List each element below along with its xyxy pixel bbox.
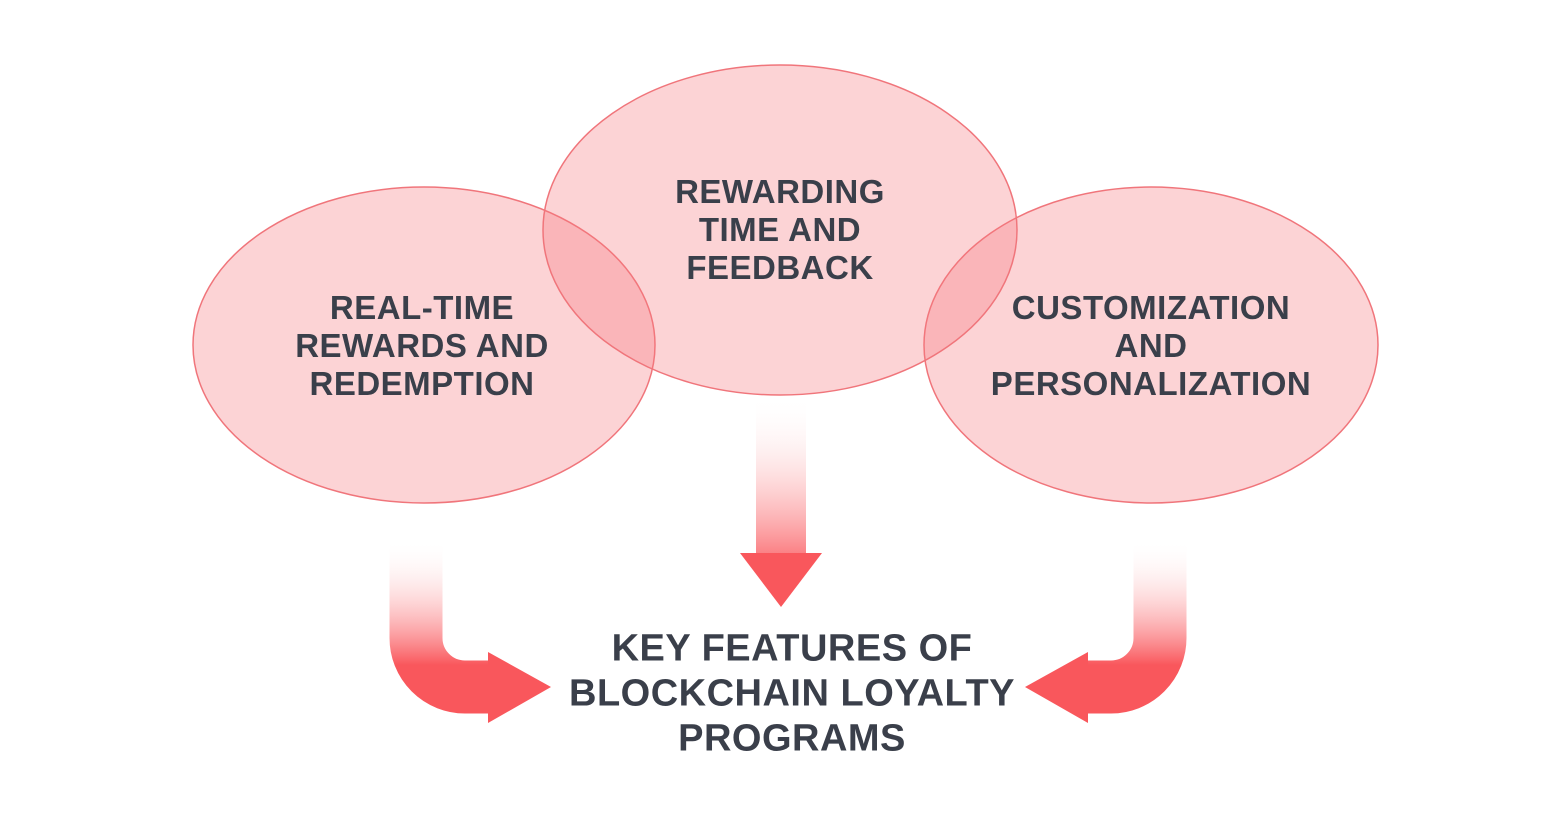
arrow-down — [740, 396, 822, 607]
arrow-left-shaft — [389, 542, 489, 714]
label-line: REDEMPTION — [309, 365, 535, 402]
ellipse-customization — [923, 186, 1379, 504]
arrow-left-head-icon — [488, 652, 551, 723]
diagram-title: KEY FEATURES OF BLOCKCHAIN LOYALTY PROGR… — [569, 627, 1015, 762]
ellipse-rewarding-time — [542, 64, 1018, 396]
label-line: REWARDING — [675, 173, 885, 210]
arrow-right-head-icon — [1025, 652, 1088, 723]
ellipse-label-rewarding-time: REWARDING TIME AND FEEDBACK — [675, 173, 885, 287]
label-line: CUSTOMIZATION — [1011, 289, 1291, 326]
label-line: AND — [1114, 327, 1188, 364]
ellipse-label-real-time-rewards: REAL-TIME REWARDS AND REDEMPTION — [295, 289, 549, 403]
arrow-left — [389, 542, 551, 723]
label-line: REAL-TIME — [329, 289, 515, 326]
arrow-right-shaft — [1087, 542, 1187, 714]
label-line: REWARDS AND — [295, 327, 549, 364]
label-line: PERSONALIZATION — [990, 365, 1312, 402]
arrow-down-head-icon — [740, 553, 822, 607]
arrow-right — [1025, 542, 1187, 723]
ellipse-label-customization: CUSTOMIZATION AND PERSONALIZATION — [991, 289, 1311, 403]
ellipse-real-time-rewards — [192, 186, 656, 504]
diagram-title-line: PROGRAMS — [678, 717, 906, 760]
diagram-title-line: KEY FEATURES OF — [611, 627, 973, 670]
diagram-title-line: BLOCKCHAIN LOYALTY — [569, 672, 1015, 715]
label-line: FEEDBACK — [686, 249, 874, 286]
label-line: TIME AND — [698, 211, 862, 248]
arrow-down-shaft — [756, 396, 806, 554]
